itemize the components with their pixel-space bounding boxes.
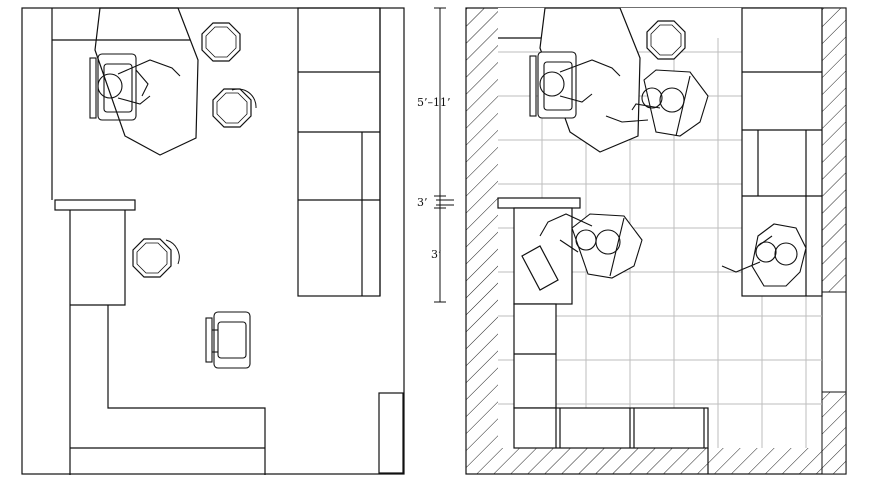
stool	[201, 22, 241, 62]
bottom-counter	[513, 407, 709, 449]
office-chair-person	[89, 53, 181, 121]
stool	[132, 238, 172, 278]
reception-desk	[94, 7, 199, 156]
office-chair	[205, 311, 251, 369]
seated-person	[721, 223, 807, 287]
laptop	[521, 245, 559, 291]
left-cabinets	[297, 7, 381, 297]
stool	[212, 88, 252, 128]
office-chair-person	[529, 51, 621, 119]
left-small-cabinet	[378, 392, 404, 474]
left-plan	[21, 7, 405, 475]
dimension-label-lower: 3’	[431, 248, 442, 261]
seated-person	[539, 213, 643, 279]
dimension-label-upper: 5’–11’	[417, 96, 451, 109]
seated-person	[605, 69, 709, 137]
right-plan	[465, 7, 847, 475]
dimension-lines	[434, 7, 454, 303]
stool	[646, 20, 686, 60]
left-shelf	[54, 199, 136, 211]
shelf	[497, 197, 581, 209]
left-furniture	[89, 22, 257, 369]
left-outer-wall	[21, 7, 405, 475]
dimension-label-middle: 3’	[417, 196, 428, 209]
